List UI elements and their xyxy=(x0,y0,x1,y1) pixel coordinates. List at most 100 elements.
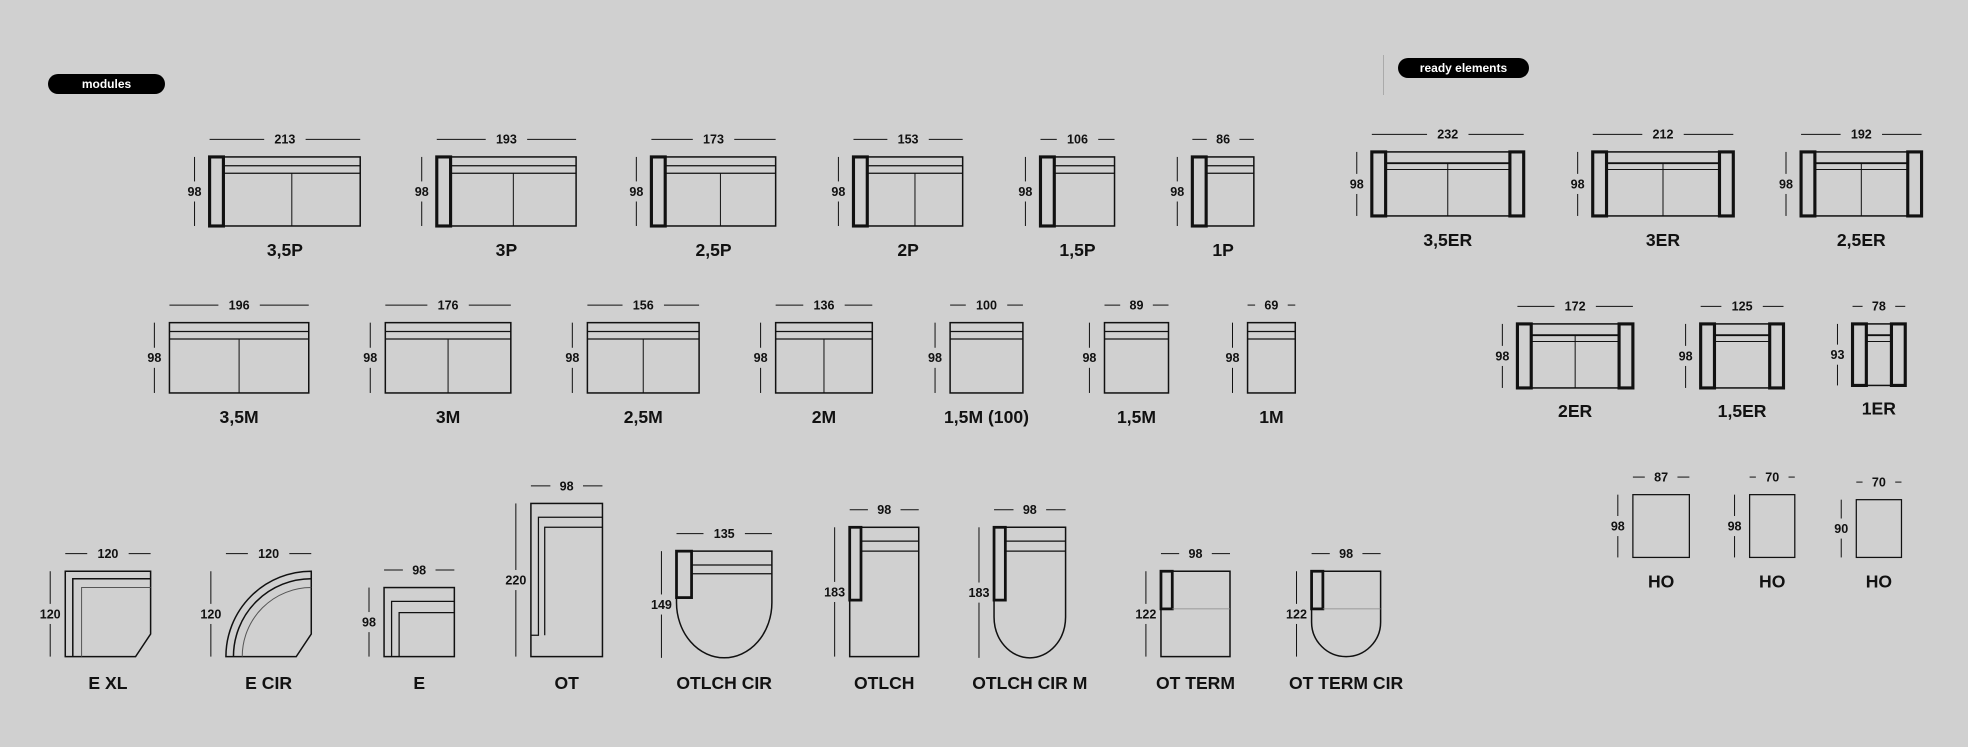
depth-dimension: 98 xyxy=(147,351,161,365)
depth-dimension: 120 xyxy=(200,607,221,621)
depth-dimension: 98 xyxy=(754,351,768,365)
depth-dimension: 98 xyxy=(1170,185,1184,199)
width-dimension: 78 xyxy=(1872,300,1886,314)
width-dimension: 70 xyxy=(1872,475,1886,489)
depth-dimension: 98 xyxy=(1350,177,1364,191)
outline-path xyxy=(398,612,455,657)
module-label: E xyxy=(413,673,425,693)
depth-dimension: 98 xyxy=(1226,351,1240,365)
width-dimension: 156 xyxy=(633,298,654,312)
depth-dimension: 122 xyxy=(1286,607,1307,621)
module-label: 2,5P xyxy=(695,240,731,260)
module-label: 3M xyxy=(436,407,460,427)
module-label: 1,5M (100) xyxy=(944,407,1029,427)
module-label: HO xyxy=(1759,572,1785,592)
depth-dimension: 98 xyxy=(363,351,377,365)
module-label: 3ER xyxy=(1646,230,1680,250)
depth-dimension: 98 xyxy=(188,185,202,199)
module-label: 1ER xyxy=(1862,398,1896,418)
armrest xyxy=(1591,150,1609,218)
armrest xyxy=(675,549,693,599)
outline-path xyxy=(530,516,603,636)
outline-path xyxy=(675,550,773,659)
depth-dimension: 98 xyxy=(1728,519,1742,533)
width-dimension: 98 xyxy=(1023,503,1037,517)
depth-dimension: 122 xyxy=(1135,607,1156,621)
armrest xyxy=(1617,322,1635,390)
depth-dimension: 149 xyxy=(651,598,672,612)
width-dimension: 193 xyxy=(496,133,517,147)
depth-dimension: 98 xyxy=(362,615,376,629)
width-dimension: 106 xyxy=(1067,133,1088,147)
depth-dimension: 98 xyxy=(415,185,429,199)
outline-rect xyxy=(1191,156,1255,227)
depth-dimension: 98 xyxy=(1571,177,1585,191)
outline-rect xyxy=(1851,323,1906,387)
outline-rect xyxy=(852,156,964,227)
width-dimension: 196 xyxy=(229,298,250,312)
width-dimension: 70 xyxy=(1765,470,1779,484)
module-label: 2M xyxy=(812,407,836,427)
armrest xyxy=(1799,150,1817,218)
depth-dimension: 98 xyxy=(1679,349,1693,363)
outline-rect xyxy=(1855,499,1903,559)
outline-path xyxy=(544,526,603,636)
outline-rect xyxy=(436,156,577,227)
module-label: OTLCH xyxy=(854,673,914,693)
depth-dimension: 98 xyxy=(629,185,643,199)
depth-dimension: 98 xyxy=(1495,349,1509,363)
width-dimension: 125 xyxy=(1732,300,1753,314)
outline-rect xyxy=(383,586,456,658)
module-label: 3,5P xyxy=(267,240,303,260)
module-label: 2,5M xyxy=(624,407,663,427)
outline-path xyxy=(390,600,455,657)
width-dimension: 120 xyxy=(97,547,118,561)
width-dimension: 87 xyxy=(1654,470,1668,484)
depth-dimension: 98 xyxy=(565,351,579,365)
module-m25: 156 98 2,5M xyxy=(565,298,700,427)
width-dimension: 86 xyxy=(1216,133,1230,147)
module-label: OTLCH CIR M xyxy=(972,673,1087,693)
armrest xyxy=(1515,322,1533,390)
depth-dimension: 98 xyxy=(928,351,942,365)
module-label: 3P xyxy=(496,240,518,260)
outline-rect xyxy=(949,321,1024,394)
outline-rect xyxy=(1632,494,1690,559)
ready-elements-section-label: ready elements xyxy=(1398,58,1529,78)
width-dimension: 135 xyxy=(714,527,735,541)
section-divider xyxy=(1383,55,1384,95)
width-dimension: 98 xyxy=(412,563,426,577)
armrest xyxy=(1850,322,1868,387)
depth-dimension: 98 xyxy=(831,185,845,199)
width-dimension: 89 xyxy=(1130,298,1144,312)
depth-dimension: 120 xyxy=(40,607,61,621)
width-dimension: 98 xyxy=(560,479,574,493)
depth-dimension: 220 xyxy=(505,573,526,587)
outline-path xyxy=(232,578,312,657)
module-label: 1,5M xyxy=(1117,407,1156,427)
modules-section-label: modules xyxy=(48,74,165,94)
outline-path xyxy=(1310,570,1382,658)
outline-path xyxy=(81,587,151,657)
armrest xyxy=(1768,322,1786,390)
outline-path xyxy=(225,570,313,658)
width-dimension: 172 xyxy=(1565,300,1586,314)
module-p1: 86 98 1P xyxy=(1170,133,1255,260)
module-label: HO xyxy=(1648,572,1674,592)
module-label: 1P xyxy=(1212,240,1234,260)
width-dimension: 98 xyxy=(877,503,891,517)
